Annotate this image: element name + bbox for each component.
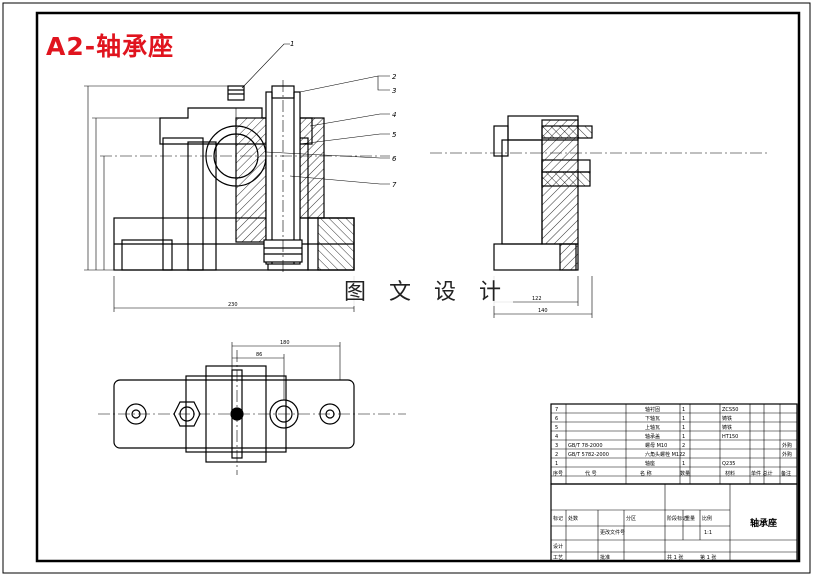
balloon-3: 3: [392, 87, 396, 95]
part-name: 轴座: [645, 460, 655, 467]
part-no: 6: [555, 416, 558, 422]
drawing-title: A2-轴承座: [46, 32, 175, 61]
tb-sheet-total: 共 1 张: [667, 554, 683, 561]
tb-part-name: 轴承座: [750, 517, 777, 529]
part-qty: 2: [682, 443, 685, 449]
tb-change: 更改文件号: [600, 529, 625, 536]
tb-sheet-no: 第 1 张: [700, 554, 716, 561]
part-no: 5: [555, 425, 558, 431]
watermark: 图 文 设 计: [340, 274, 513, 306]
dimension-labels: 230 180 86 122 140: [228, 296, 548, 358]
tb-ratio: 比例: [702, 515, 712, 522]
part-no: 4: [555, 434, 558, 440]
part-no: 1: [555, 461, 558, 467]
part-qty: 1: [682, 407, 685, 413]
part-name: 六角头螺栓 M12: [645, 451, 682, 458]
part-no: 3: [555, 443, 558, 449]
header-weight: 单件 总计: [751, 470, 773, 477]
part-name: 轴衬固: [645, 406, 660, 413]
header-code: 代 号: [585, 470, 597, 477]
part-qty: 1: [682, 416, 685, 422]
header-name: 名 称: [640, 470, 652, 477]
part-name: 下轴瓦: [645, 415, 660, 422]
part-material: 铸铁: [722, 424, 732, 431]
part-code: GB/T 5782-2000: [568, 452, 609, 458]
part-material: ZCS50: [722, 407, 738, 413]
part-material: 铸铁: [722, 415, 732, 422]
balloon-6: 6: [392, 155, 397, 163]
part-qty: 2: [682, 452, 685, 458]
inner-border: [35, 11, 801, 563]
part-qty: 1: [682, 425, 685, 431]
part-material: Q235: [722, 461, 735, 467]
dim-top-a: 180: [280, 340, 290, 346]
tb-design: 设计: [553, 543, 563, 550]
tb-stage: 阶段标记: [667, 515, 687, 522]
part-no: 7: [555, 407, 558, 413]
dim-side-b: 140: [538, 308, 548, 314]
parts-list: [550, 403, 798, 562]
tb-weight: 重量: [685, 515, 695, 522]
part-name: 螺母 M10: [645, 442, 667, 449]
front-view: [84, 43, 390, 312]
titleblock-text: 标记 处数 更改文件号 分区 阶段标记 重量 比例 1:1 设计 工艺 批准 共…: [553, 515, 777, 561]
side-view: [430, 115, 770, 318]
tb-zone: 分区: [626, 515, 636, 522]
balloon-7: 7: [392, 181, 397, 189]
tb-process: 工艺: [553, 555, 563, 561]
part-note: 外购: [782, 451, 792, 458]
header-no: 序号: [553, 470, 563, 477]
top-view: [98, 342, 406, 475]
part-qty: 1: [682, 461, 685, 467]
part-note: 外购: [782, 442, 792, 449]
balloon-5: 5: [392, 131, 397, 139]
tb-count: 处数: [568, 515, 578, 522]
part-code: GB/T 78-2000: [568, 443, 603, 449]
balloon-2: 2: [392, 73, 397, 81]
dim-top-b: 86: [256, 352, 262, 358]
balloon-4: 4: [392, 111, 396, 119]
part-no: 2: [555, 452, 558, 458]
balloon-labels: 1 2 3 4 5 6 7: [290, 40, 397, 189]
header-qty: 数量: [680, 470, 690, 477]
header-material: 材料: [725, 470, 735, 477]
dim-front-width: 230: [228, 302, 238, 308]
part-qty: 1: [682, 434, 685, 440]
balloon-1: 1: [290, 40, 294, 48]
tb-mark: 标记: [553, 515, 563, 522]
part-material: HT150: [722, 434, 738, 440]
part-name: 轴承盖: [645, 433, 660, 440]
tb-approve: 批准: [600, 554, 610, 561]
part-name: 上轴瓦: [645, 424, 660, 431]
tb-scale: 1:1: [704, 530, 712, 536]
header-note: 备注: [781, 470, 791, 477]
dim-side-a: 122: [532, 296, 542, 302]
